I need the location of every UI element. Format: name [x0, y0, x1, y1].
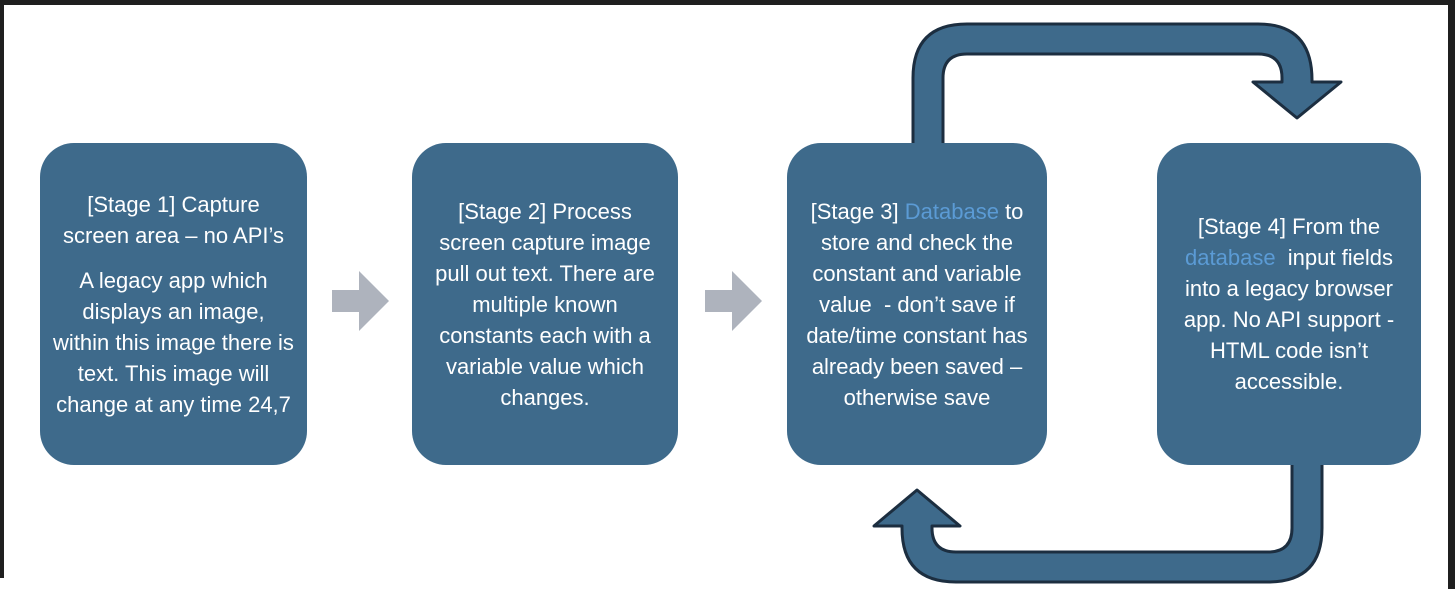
- stage-3-description: [Stage 3] Database to store and check th…: [800, 196, 1034, 413]
- loop-arrow-top-icon: [911, 22, 1343, 152]
- loop-arrow-bottom-icon: [872, 456, 1324, 584]
- stage-1-text-segment: [Stage 1] Capture screen area – no API’s: [63, 191, 284, 248]
- stage-4-box: [Stage 4] From the database input fields…: [1157, 143, 1421, 465]
- stage-4-description: [Stage 4] From the database input fields…: [1170, 211, 1408, 397]
- stage-1-title: [Stage 1] Capture screen area – no API’s: [53, 189, 294, 251]
- stage-3-text-segment: to store and check the constant and vari…: [806, 198, 1034, 410]
- stage-4-database-highlight: database: [1185, 245, 1276, 270]
- stage-2-description: [Stage 2] Process screen capture image p…: [425, 196, 665, 413]
- stage-4-text-segment: input fields into a legacy browser app. …: [1183, 245, 1401, 394]
- stage-4-text-segment: [Stage 4] From the: [1197, 214, 1387, 239]
- stage-2-text-segment: [Stage 2] Process screen capture image p…: [435, 198, 661, 410]
- stage-1-box: [Stage 1] Capture screen area – no API’s…: [40, 143, 307, 465]
- slide-border-top: [0, 0, 1455, 5]
- stage-1-text-segment: A legacy app which displays an image, wi…: [53, 267, 301, 417]
- stage-3-box: [Stage 3] Database to store and check th…: [787, 143, 1047, 465]
- slide-border-left: [0, 0, 4, 578]
- slide-border-right: [1448, 0, 1455, 589]
- stage-2-box: [Stage 2] Process screen capture image p…: [412, 143, 678, 465]
- stage-3-database-highlight: Database: [904, 198, 999, 224]
- stage-1-description: A legacy app which displays an image, wi…: [53, 265, 294, 420]
- flow-arrow-2-3-icon: [705, 271, 762, 331]
- flow-arrow-1-2-icon: [332, 271, 389, 331]
- stage-3-text-segment: [Stage 3]: [810, 198, 905, 224]
